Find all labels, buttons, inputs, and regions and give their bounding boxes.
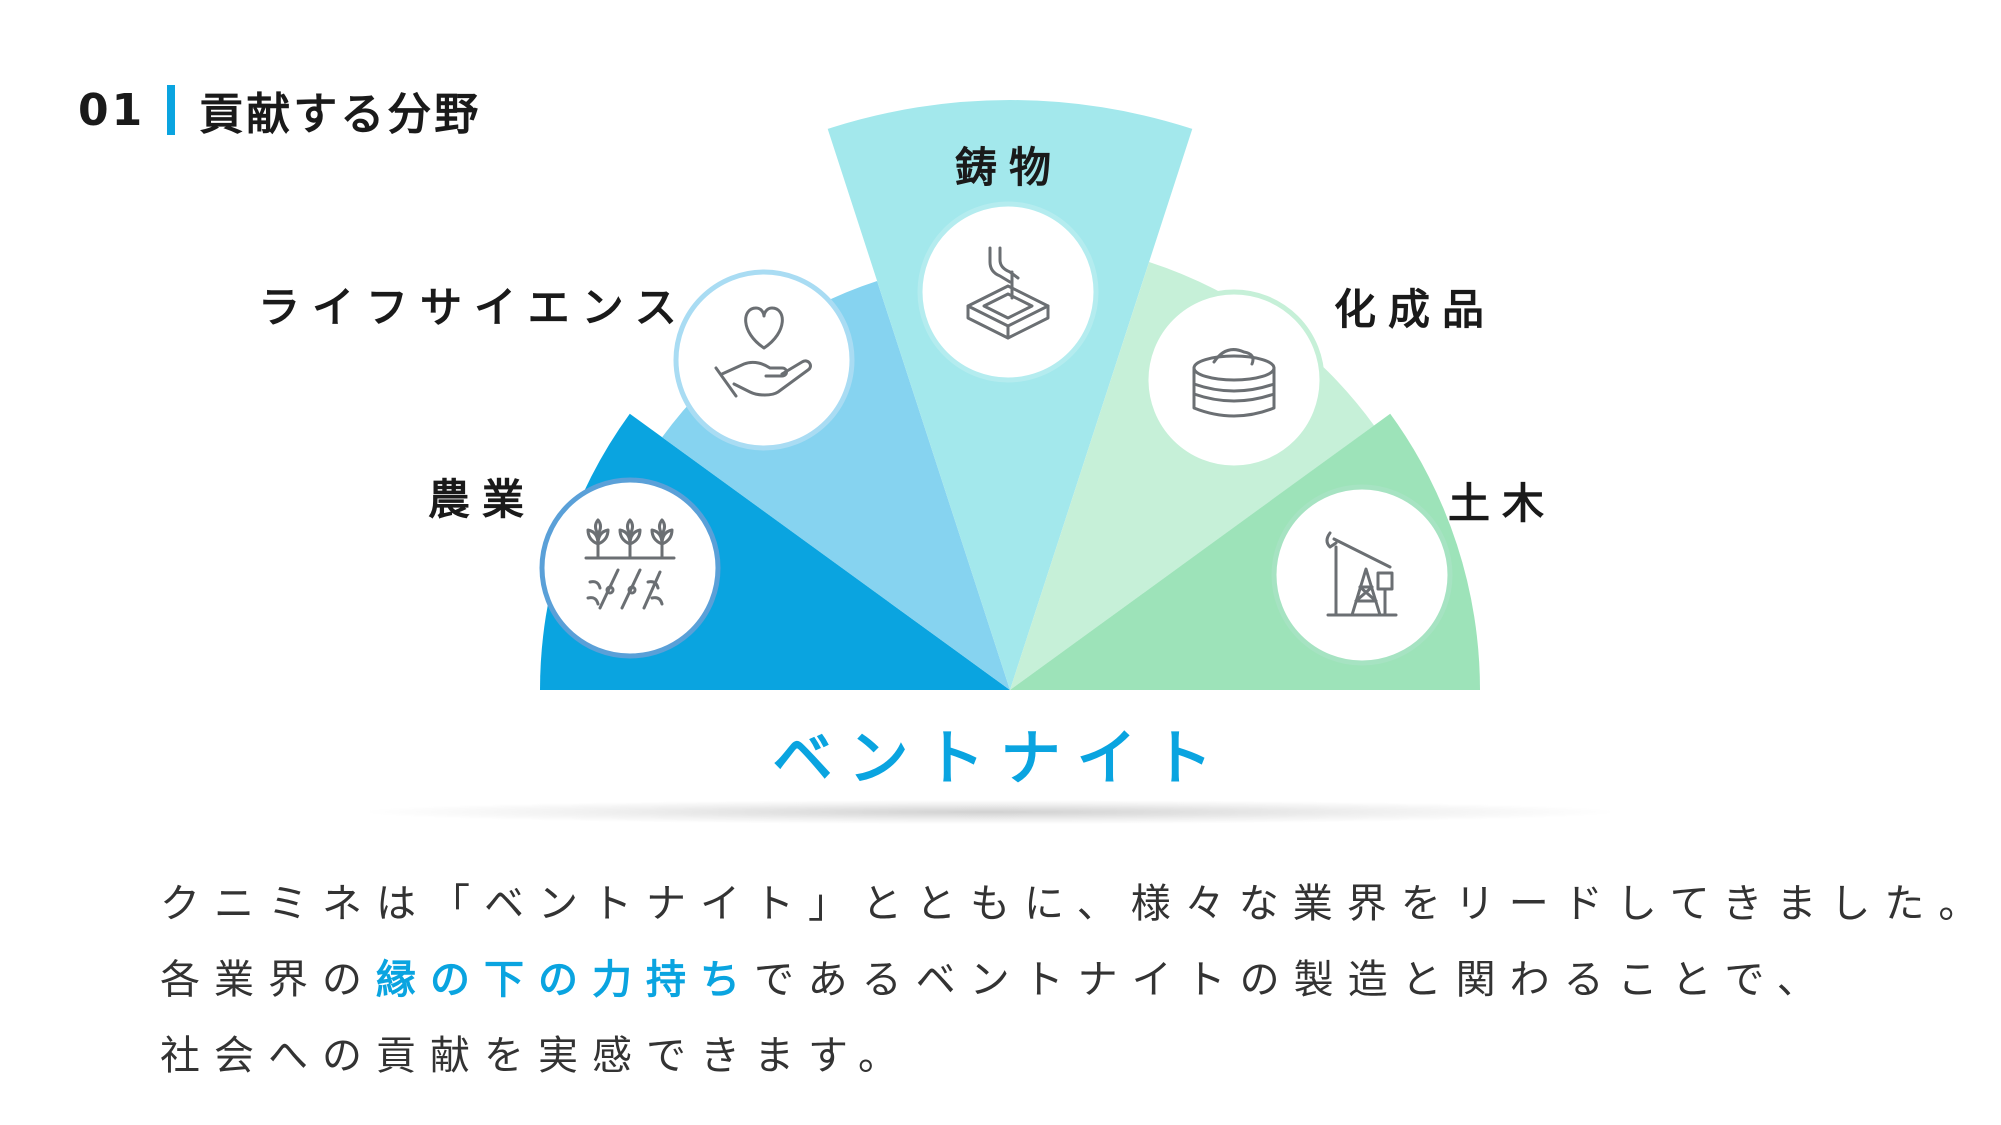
sector-casting	[827, 100, 1193, 690]
page-heading: 01 貢献する分野	[78, 78, 481, 142]
sector-label-casting: 鋳物	[955, 143, 1064, 192]
bentonite-label: ベントナイト	[772, 724, 1229, 794]
description-text: クニミネは「ベントナイト」とともに、様々な業界をリードしてきました。 各業界の縁…	[160, 866, 1992, 1094]
description-line-2-pre: 各業界の	[160, 957, 376, 1003]
sector-label-agriculture: 農業	[428, 475, 537, 524]
casting-mold-icon	[966, 246, 1050, 340]
sector-label-chemical-products: 化成品	[1334, 285, 1497, 334]
badge-civil-engineering	[1271, 484, 1453, 666]
badge-ring	[1271, 484, 1453, 666]
heading-number: 01	[78, 84, 146, 136]
floor-shadow	[370, 800, 1610, 824]
crops-icon	[584, 518, 676, 610]
fan-icon-badges	[539, 201, 1453, 666]
description-line-3: 社会への貢献を実感できます。	[160, 1033, 912, 1079]
badge-ring	[539, 477, 721, 659]
oil-pump-icon	[1325, 531, 1398, 617]
heart-hand-icon	[714, 306, 812, 398]
sector-label-civil-engineering: 土木	[1448, 479, 1557, 528]
sector-label-life-science: ライフサイエンス	[258, 283, 689, 332]
description-line-2: 各業界の縁の下の力持ちであるベントナイトの製造と関わることで、	[160, 942, 1992, 1018]
heading-title: 貢献する分野	[199, 89, 482, 140]
description-highlight: 縁の下の力持ち	[376, 957, 754, 1003]
badge-chemical-products	[1143, 289, 1325, 471]
badge-ring	[917, 201, 1099, 383]
badge-agriculture	[539, 477, 721, 659]
badge-life-science	[673, 269, 855, 451]
badge-ring	[673, 269, 855, 451]
heading-divider-bar	[167, 85, 176, 135]
description-line-2-post: であるベントナイトの製造と関わることで、	[754, 957, 1831, 1003]
badge-casting	[917, 201, 1099, 383]
description-line-1: クニミネは「ベントナイト」とともに、様々な業界をリードしてきました。	[160, 881, 1993, 927]
cream-jar-icon	[1192, 348, 1276, 418]
